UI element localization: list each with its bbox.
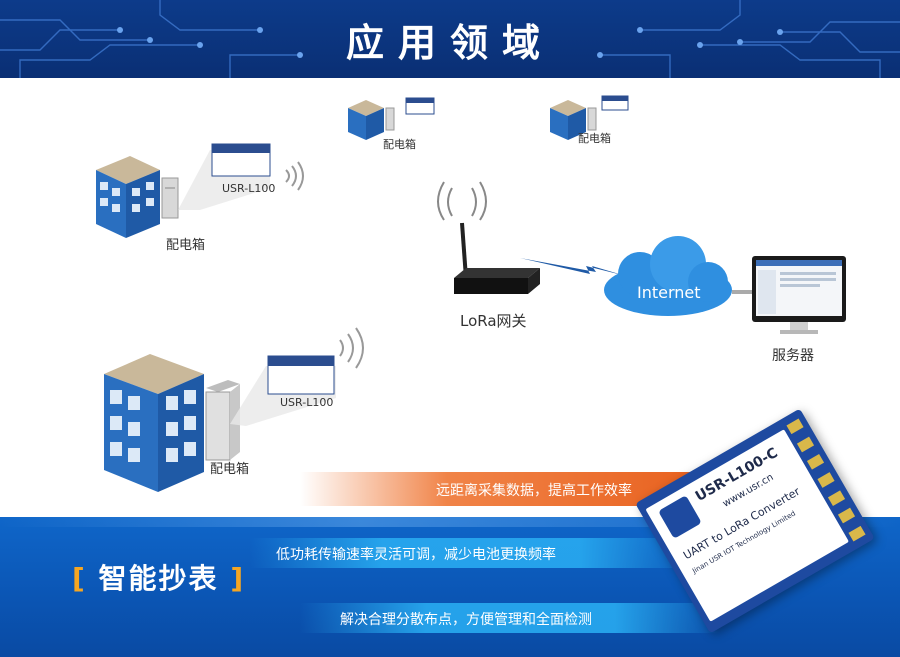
- feature-band-highlight: [0, 517, 900, 527]
- feature-strip: [250, 538, 690, 568]
- lora-module-icon: [230, 355, 336, 426]
- section-title: [ 智能抄表 ]: [72, 557, 245, 597]
- gateway-label: LoRa网关: [460, 312, 527, 330]
- building-icon: [96, 156, 160, 238]
- wifi-signal-icon: [285, 161, 304, 191]
- building-label: 配电箱: [383, 138, 416, 151]
- building-label: 配电箱: [166, 238, 206, 253]
- module-label: USR-L100: [222, 182, 276, 195]
- bracket-left: [: [72, 562, 87, 595]
- cloud-label: Internet: [637, 283, 701, 302]
- lora-gateway-icon: [437, 181, 540, 294]
- building-icon: [104, 354, 204, 492]
- building-label: 配电箱: [210, 462, 250, 477]
- header-banner: 应用领域: [0, 0, 900, 78]
- distribution-box-icon: [161, 177, 179, 219]
- scene-graphics: [96, 95, 846, 492]
- section-title-text: 智能抄表: [98, 562, 219, 595]
- page-title: 应用领域: [345, 21, 554, 65]
- wifi-signal-icon: [339, 327, 364, 369]
- module-label: USR-L100: [280, 396, 334, 409]
- lora-module-icon: [178, 143, 271, 210]
- cloud-icon: [604, 236, 732, 316]
- server-label: 服务器: [772, 348, 814, 364]
- lora-module-product: USR-L100-C www.usr.cn UART to LoRa Conve…: [635, 408, 875, 646]
- feature-strip: [300, 603, 720, 633]
- server-monitor-icon: [752, 256, 846, 334]
- building-icon: [348, 97, 435, 140]
- feature-text: 解决合理分散布点，方便管理和全面检测: [340, 612, 592, 628]
- bracket-right: ]: [230, 562, 246, 595]
- feature-text: 低功耗传输速率灵活可调，减少电池更换频率: [276, 547, 556, 563]
- building-icon: [550, 95, 629, 140]
- circuit-pattern: [0, 0, 900, 78]
- feature-text: 远距离采集数据，提高工作效率: [436, 483, 632, 499]
- building-label: 配电箱: [578, 132, 611, 145]
